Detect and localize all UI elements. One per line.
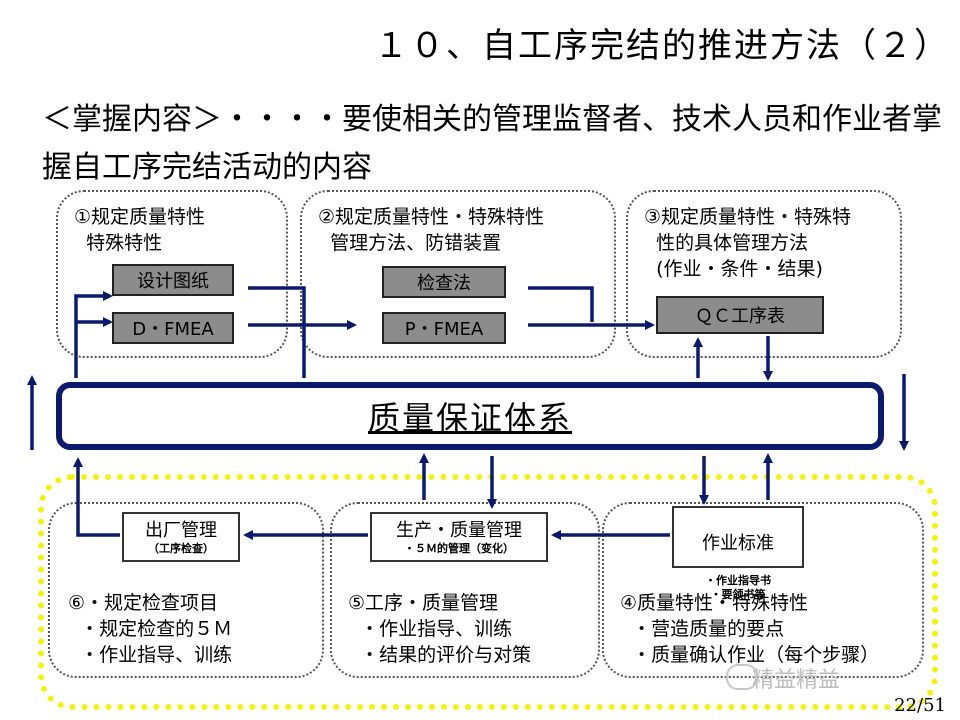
shipping-control-box: 出厂管理 （工序检查） <box>122 512 240 562</box>
pfmea-box: P・FMEA <box>382 312 506 344</box>
design-drawing-box: 设计图纸 <box>112 264 234 296</box>
panel-shipping-text: ⑥・规定检查项目 ・规定检查的５Ｍ ・作业指导、训练 <box>68 592 233 666</box>
intro-text: ＜掌握内容＞・・・・要使相关的管理监督者、技术人员和作业者掌握自工序完结活动的内… <box>42 102 942 185</box>
watermark: 精益精益 <box>752 668 841 693</box>
qc-process-table-box: ＱＣ工序表 <box>656 296 824 334</box>
panel-standard <box>602 502 924 678</box>
shipping-to-core-arrow <box>73 457 120 537</box>
quality-assurance-label: 质量保证体系 <box>367 399 572 437</box>
panel-qc <box>626 190 902 358</box>
work-standard-title: 作业标准 <box>702 533 774 554</box>
dfmea-box: D・FMEA <box>112 312 234 344</box>
production-quality-box: 生产・质量管理 ・５Ｍ的管理（变化） <box>370 512 548 562</box>
inspection-to-qc-arrow <box>528 286 594 322</box>
panel-design <box>56 190 288 358</box>
panel-design-text: ①规定质量特性 特殊特性 <box>74 206 206 254</box>
inspection-method-box: 检查法 <box>382 266 506 298</box>
feed-to-design-arrow <box>74 291 113 378</box>
page-number: 22/51 <box>894 695 946 716</box>
production-quality-sub: ・５Ｍ的管理（变化） <box>404 542 514 555</box>
panel-production <box>330 502 600 678</box>
slide-title: １０、自工序完结的推进方法（２） <box>374 26 950 66</box>
shipping-control-title: 出厂管理 <box>145 520 217 541</box>
shipping-control-sub: （工序检查） <box>148 542 214 555</box>
production-quality-title: 生产・质量管理 <box>396 520 522 541</box>
panel-process <box>300 190 616 358</box>
quality-assurance-system: 质量保证体系 <box>56 382 884 450</box>
panel-shipping <box>48 502 324 678</box>
panel-standard-text: ④质量特性・特殊特性 ・营造质量的要点 ・质量确认作业（每个步骤） <box>620 592 880 666</box>
design-to-core-arrow <box>248 286 306 378</box>
work-standard-sub: ・作业指导书 ・要领书等 <box>705 574 771 601</box>
wechat-icon <box>726 664 758 690</box>
production-area-border <box>38 474 938 710</box>
work-standard-box: 作业标准 ・作业指导书 ・要领书等 <box>672 506 804 601</box>
panel-qc-text: ③规定质量特性・特殊特 性的具体管理方法 (作业・条件・结果) <box>644 206 852 280</box>
panel-process-text: ②规定质量特性・特殊特性 管理方法、防错装置 <box>318 206 545 254</box>
panel-production-text: ⑤工序・质量管理 ・作业指导、训练 ・结果的评价与对策 <box>348 592 532 666</box>
